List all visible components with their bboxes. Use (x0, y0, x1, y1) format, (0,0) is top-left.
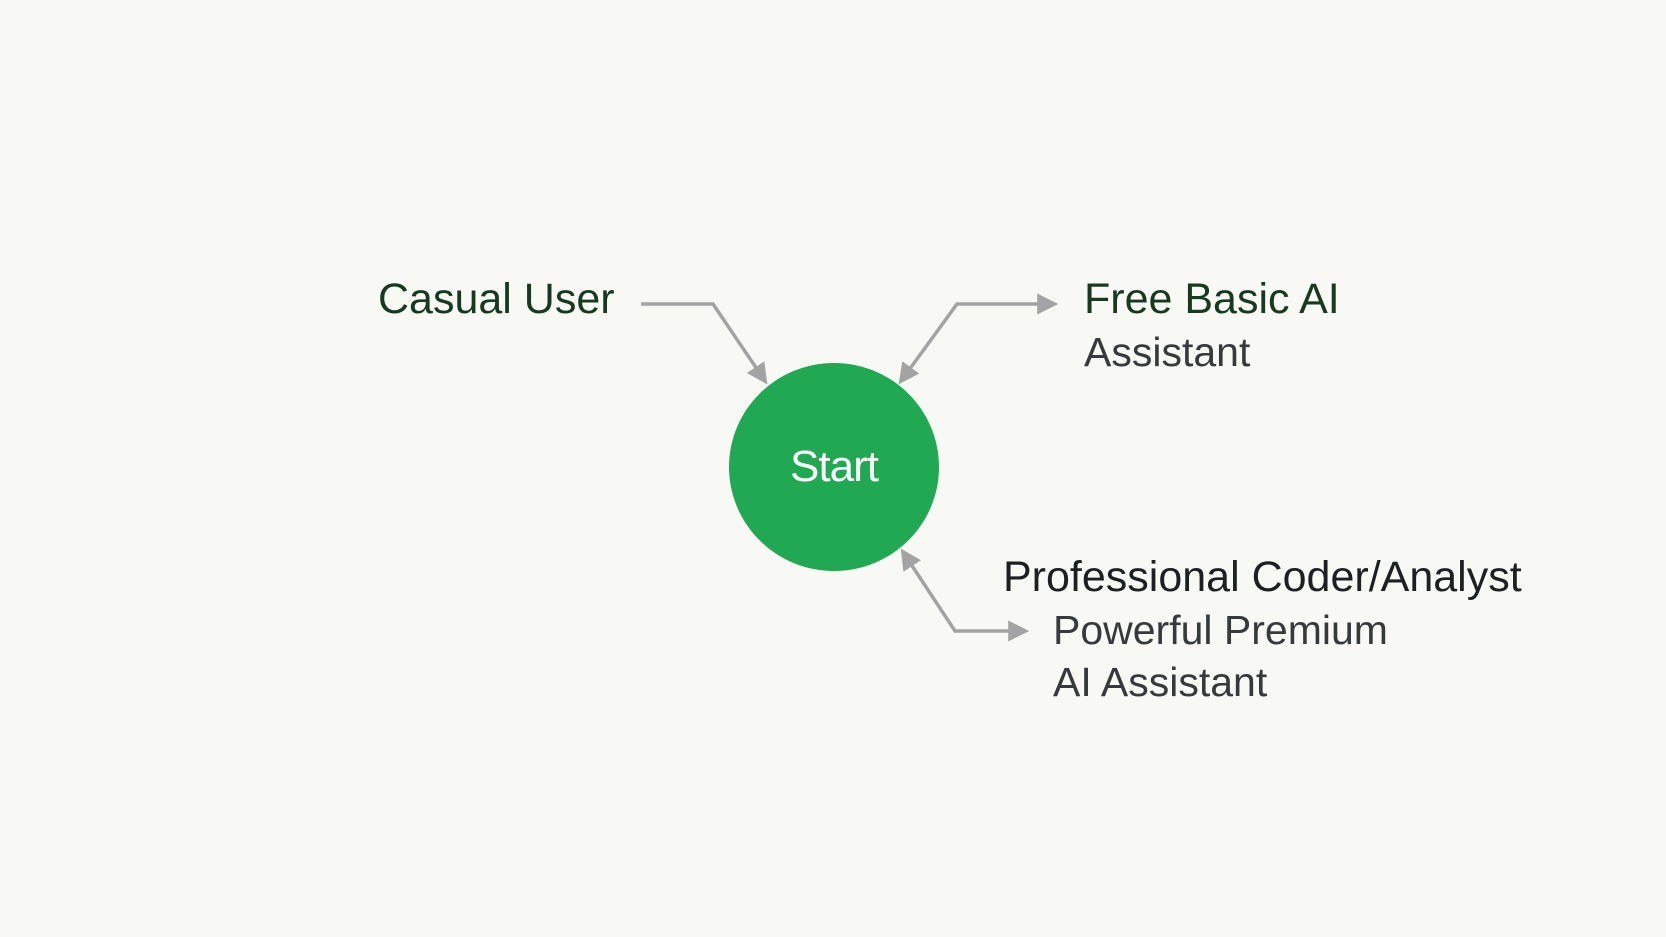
start-node: Start (729, 363, 939, 571)
casual-user-arrow (641, 302, 768, 385)
free-assistant-arrow (898, 293, 1059, 385)
free-assistant-subtitle: Assistant (1084, 329, 1251, 375)
premium-assistant-subtitle-line1: Powerful Premium (1053, 607, 1388, 653)
start-node-label: Start (790, 442, 879, 491)
premium-assistant-subtitle-line2: AI Assistant (1053, 659, 1268, 705)
casual-user-label: Casual User (378, 275, 615, 323)
premium-assistant-title: Professional Coder/Analyst (1003, 553, 1522, 601)
premium-assistant-arrow (900, 548, 1030, 642)
free-assistant-title: Free Basic AI (1084, 275, 1340, 323)
